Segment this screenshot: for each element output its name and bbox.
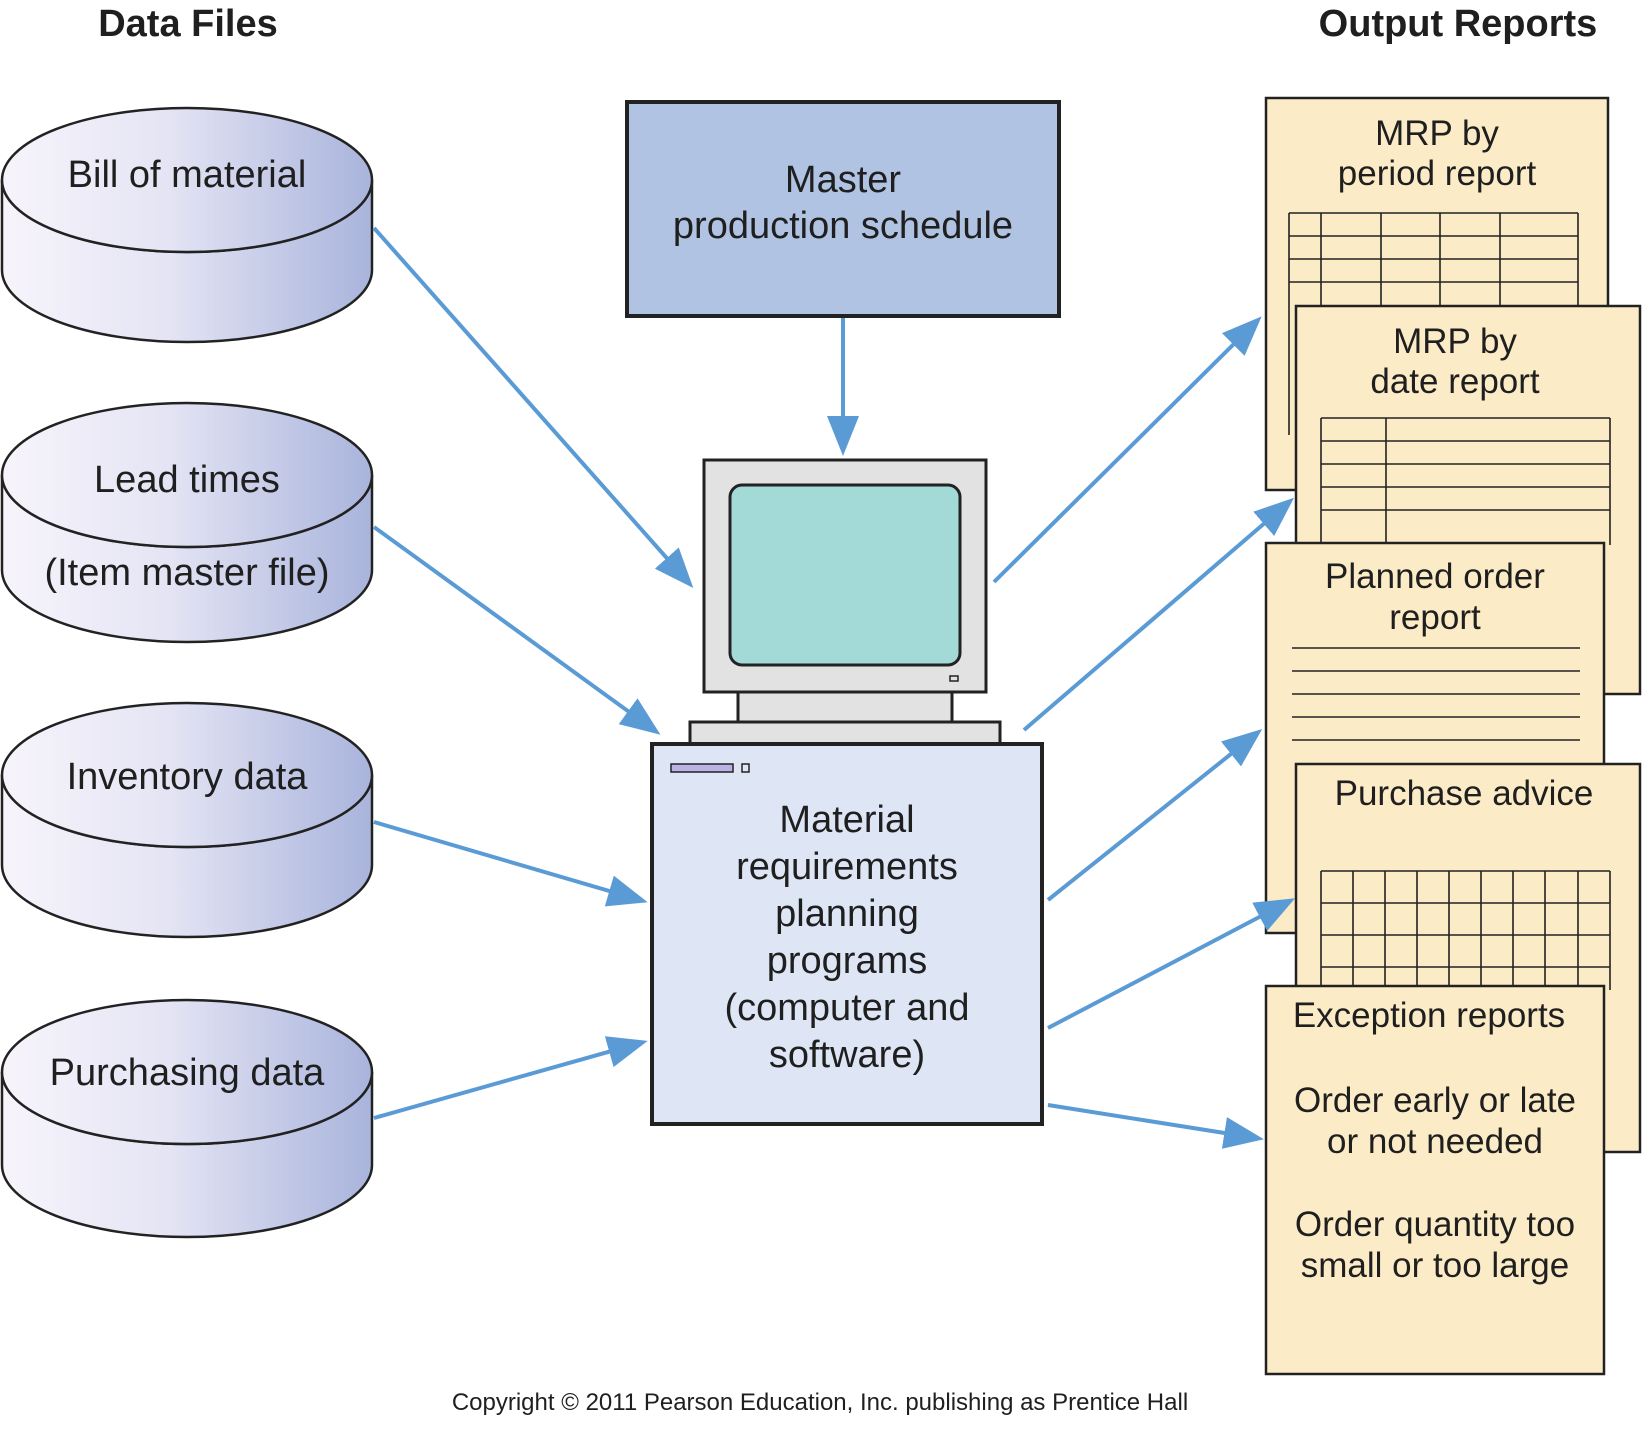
exception-line4: small or too large: [1301, 1246, 1569, 1285]
arrow-bill-to-program: [372, 226, 694, 588]
exception-line3: Order quantity too: [1295, 1205, 1575, 1244]
planned-order-line2: report: [1389, 598, 1481, 637]
mrp-programs-box: Material requirements planning programs …: [650, 742, 1044, 1126]
arrow-to-period-report: [992, 316, 1262, 584]
exception-line1: Order early or late: [1294, 1081, 1576, 1120]
output-reports-heading: Output Reports: [1319, 3, 1598, 45]
date-report-table: [1320, 417, 1611, 545]
inventory-data-label: Inventory data: [67, 756, 309, 798]
period-report-line2: period report: [1338, 154, 1537, 193]
arrow-to-exception-report: [1047, 1103, 1264, 1149]
data-file-purchasing-data: Purchasing data: [0, 998, 374, 1239]
arrow-to-planned-order: [1046, 729, 1263, 902]
copyright-notice: Copyright © 2011 Pearson Education, Inc.…: [452, 1389, 1188, 1416]
report-exception: Exception reports Order early or late or…: [1264, 984, 1606, 1376]
arrow-to-purchase-advice: [1047, 898, 1296, 1030]
lead-times-label: Lead times: [94, 459, 280, 501]
mrp-programs-line3: planning: [775, 893, 919, 935]
purchasing-data-label: Purchasing data: [50, 1052, 325, 1094]
flow-arrows: [372, 226, 1296, 1149]
date-report-line2: date report: [1370, 362, 1540, 401]
planned-order-lines: [1292, 647, 1580, 741]
period-report-line1: MRP by: [1375, 114, 1499, 153]
arrow-leadtimes-to-program: [372, 525, 661, 735]
master-production-schedule-box: Master production schedule: [625, 100, 1061, 318]
planned-order-line1: Planned order: [1325, 557, 1545, 596]
mrp-programs-line1: Material: [779, 799, 914, 841]
date-report-line1: MRP by: [1393, 322, 1517, 361]
arrow-purchasing-to-program: [373, 1036, 648, 1120]
item-master-file-label: (Item master file): [44, 552, 329, 594]
exception-title: Exception reports: [1293, 996, 1565, 1035]
master-schedule-line2: production schedule: [673, 205, 1013, 247]
exception-line2: or not needed: [1327, 1122, 1543, 1161]
master-schedule-line1: Master: [785, 159, 901, 201]
arrow-inventory-to-program: [373, 820, 648, 907]
purchase-advice-title: Purchase advice: [1335, 774, 1594, 813]
mrp-programs-line6: software): [769, 1034, 925, 1076]
period-report-table: [1288, 212, 1579, 435]
arrow-to-date-report: [1022, 497, 1295, 732]
data-file-inventory-data: Inventory data: [0, 701, 374, 939]
bill-of-material-label: Bill of material: [68, 154, 307, 196]
data-files-heading: Data Files: [98, 3, 278, 45]
data-file-bill-of-material: Bill of material: [0, 106, 374, 344]
mrp-programs-line4: programs: [767, 940, 928, 982]
mrp-programs-line5: (computer and: [724, 987, 969, 1029]
mrp-programs-line2: requirements: [736, 846, 958, 888]
computer-monitor-icon: [688, 458, 1002, 746]
purchase-advice-table: [1320, 870, 1611, 990]
data-file-lead-times: Lead times (Item master file): [0, 401, 374, 644]
